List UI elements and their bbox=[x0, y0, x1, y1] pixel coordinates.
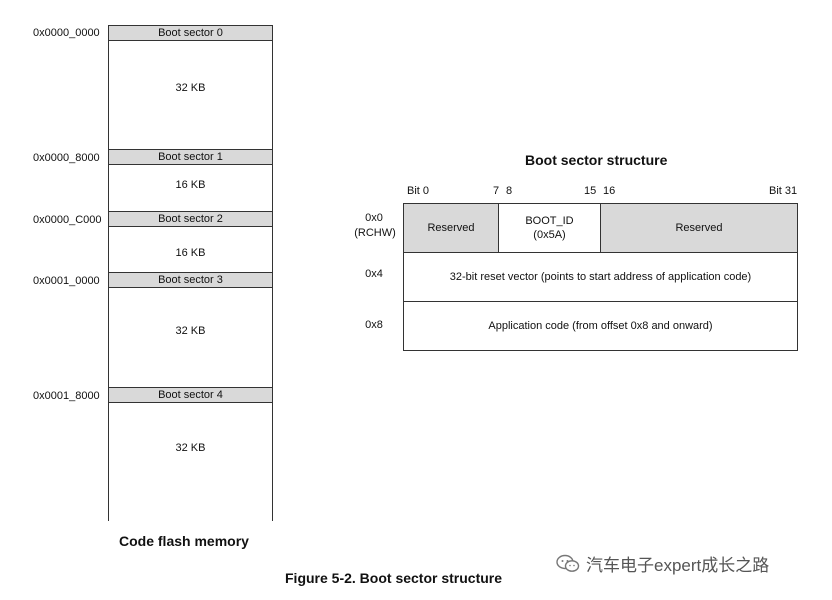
bit-label: 8 bbox=[506, 185, 513, 197]
sector-size: 16 KB bbox=[175, 247, 206, 259]
memory-caption: Code flash memory bbox=[119, 533, 249, 549]
sector-address: 0x0000_C000 bbox=[33, 214, 102, 226]
sector-size: 32 KB bbox=[175, 82, 206, 94]
reset-vector-cell: 32-bit reset vector (points to start add… bbox=[403, 252, 798, 302]
reset-vector-label: 32-bit reset vector (points to start add… bbox=[449, 271, 752, 283]
bit-label: Bit 31 bbox=[769, 185, 798, 197]
sector-header: Boot sector 3 bbox=[108, 272, 273, 288]
boot-id-value: (0x5A) bbox=[533, 229, 566, 241]
sector-size: 32 KB bbox=[175, 325, 206, 337]
bit-label: 15 bbox=[584, 185, 597, 197]
application-code-cell: Application code (from offset 0x8 and on… bbox=[403, 301, 798, 351]
sector-header: Boot sector 1 bbox=[108, 149, 273, 165]
bit-label: 16 bbox=[603, 185, 616, 197]
wechat-icon bbox=[556, 554, 580, 572]
sector-address: 0x0001_0000 bbox=[33, 275, 100, 287]
reserved-cell-right: Reserved bbox=[600, 203, 798, 253]
sector-header: Boot sector 0 bbox=[108, 25, 273, 41]
sector-header: Boot sector 4 bbox=[108, 387, 273, 403]
sector-address: 0x0001_8000 bbox=[33, 390, 100, 402]
sector-header: Boot sector 2 bbox=[108, 211, 273, 227]
sector-address: 0x0000_0000 bbox=[33, 27, 100, 39]
sector-size: 32 KB bbox=[175, 442, 206, 454]
row-offset: 0x4 bbox=[365, 268, 383, 280]
sector-address: 0x0000_8000 bbox=[33, 152, 100, 164]
application-code-label: Application code (from offset 0x8 and on… bbox=[488, 320, 713, 332]
structure-title: Boot sector structure bbox=[525, 152, 668, 168]
row-offset-sub: (RCHW) bbox=[354, 227, 396, 239]
sector-size: 16 KB bbox=[175, 179, 206, 191]
row-offset: 0x8 bbox=[365, 319, 383, 331]
bit-label: Bit 0 bbox=[407, 185, 430, 197]
watermark-text: 汽车电子expert成长之路 bbox=[586, 556, 770, 575]
reserved-cell-left: Reserved bbox=[403, 203, 499, 253]
reserved-left-label: Reserved bbox=[427, 222, 475, 234]
watermark: 汽车电子expert成长之路 bbox=[556, 551, 769, 576]
boot-id-label: BOOT_ID bbox=[525, 215, 574, 227]
figure-caption: Figure 5-2. Boot sector structure bbox=[285, 570, 503, 586]
boot-id-cell: BOOT_ID (0x5A) bbox=[498, 203, 601, 253]
bit-label: 7 bbox=[493, 185, 500, 197]
row-offset: 0x0 bbox=[365, 212, 383, 224]
reserved-right-label: Reserved bbox=[675, 222, 723, 234]
